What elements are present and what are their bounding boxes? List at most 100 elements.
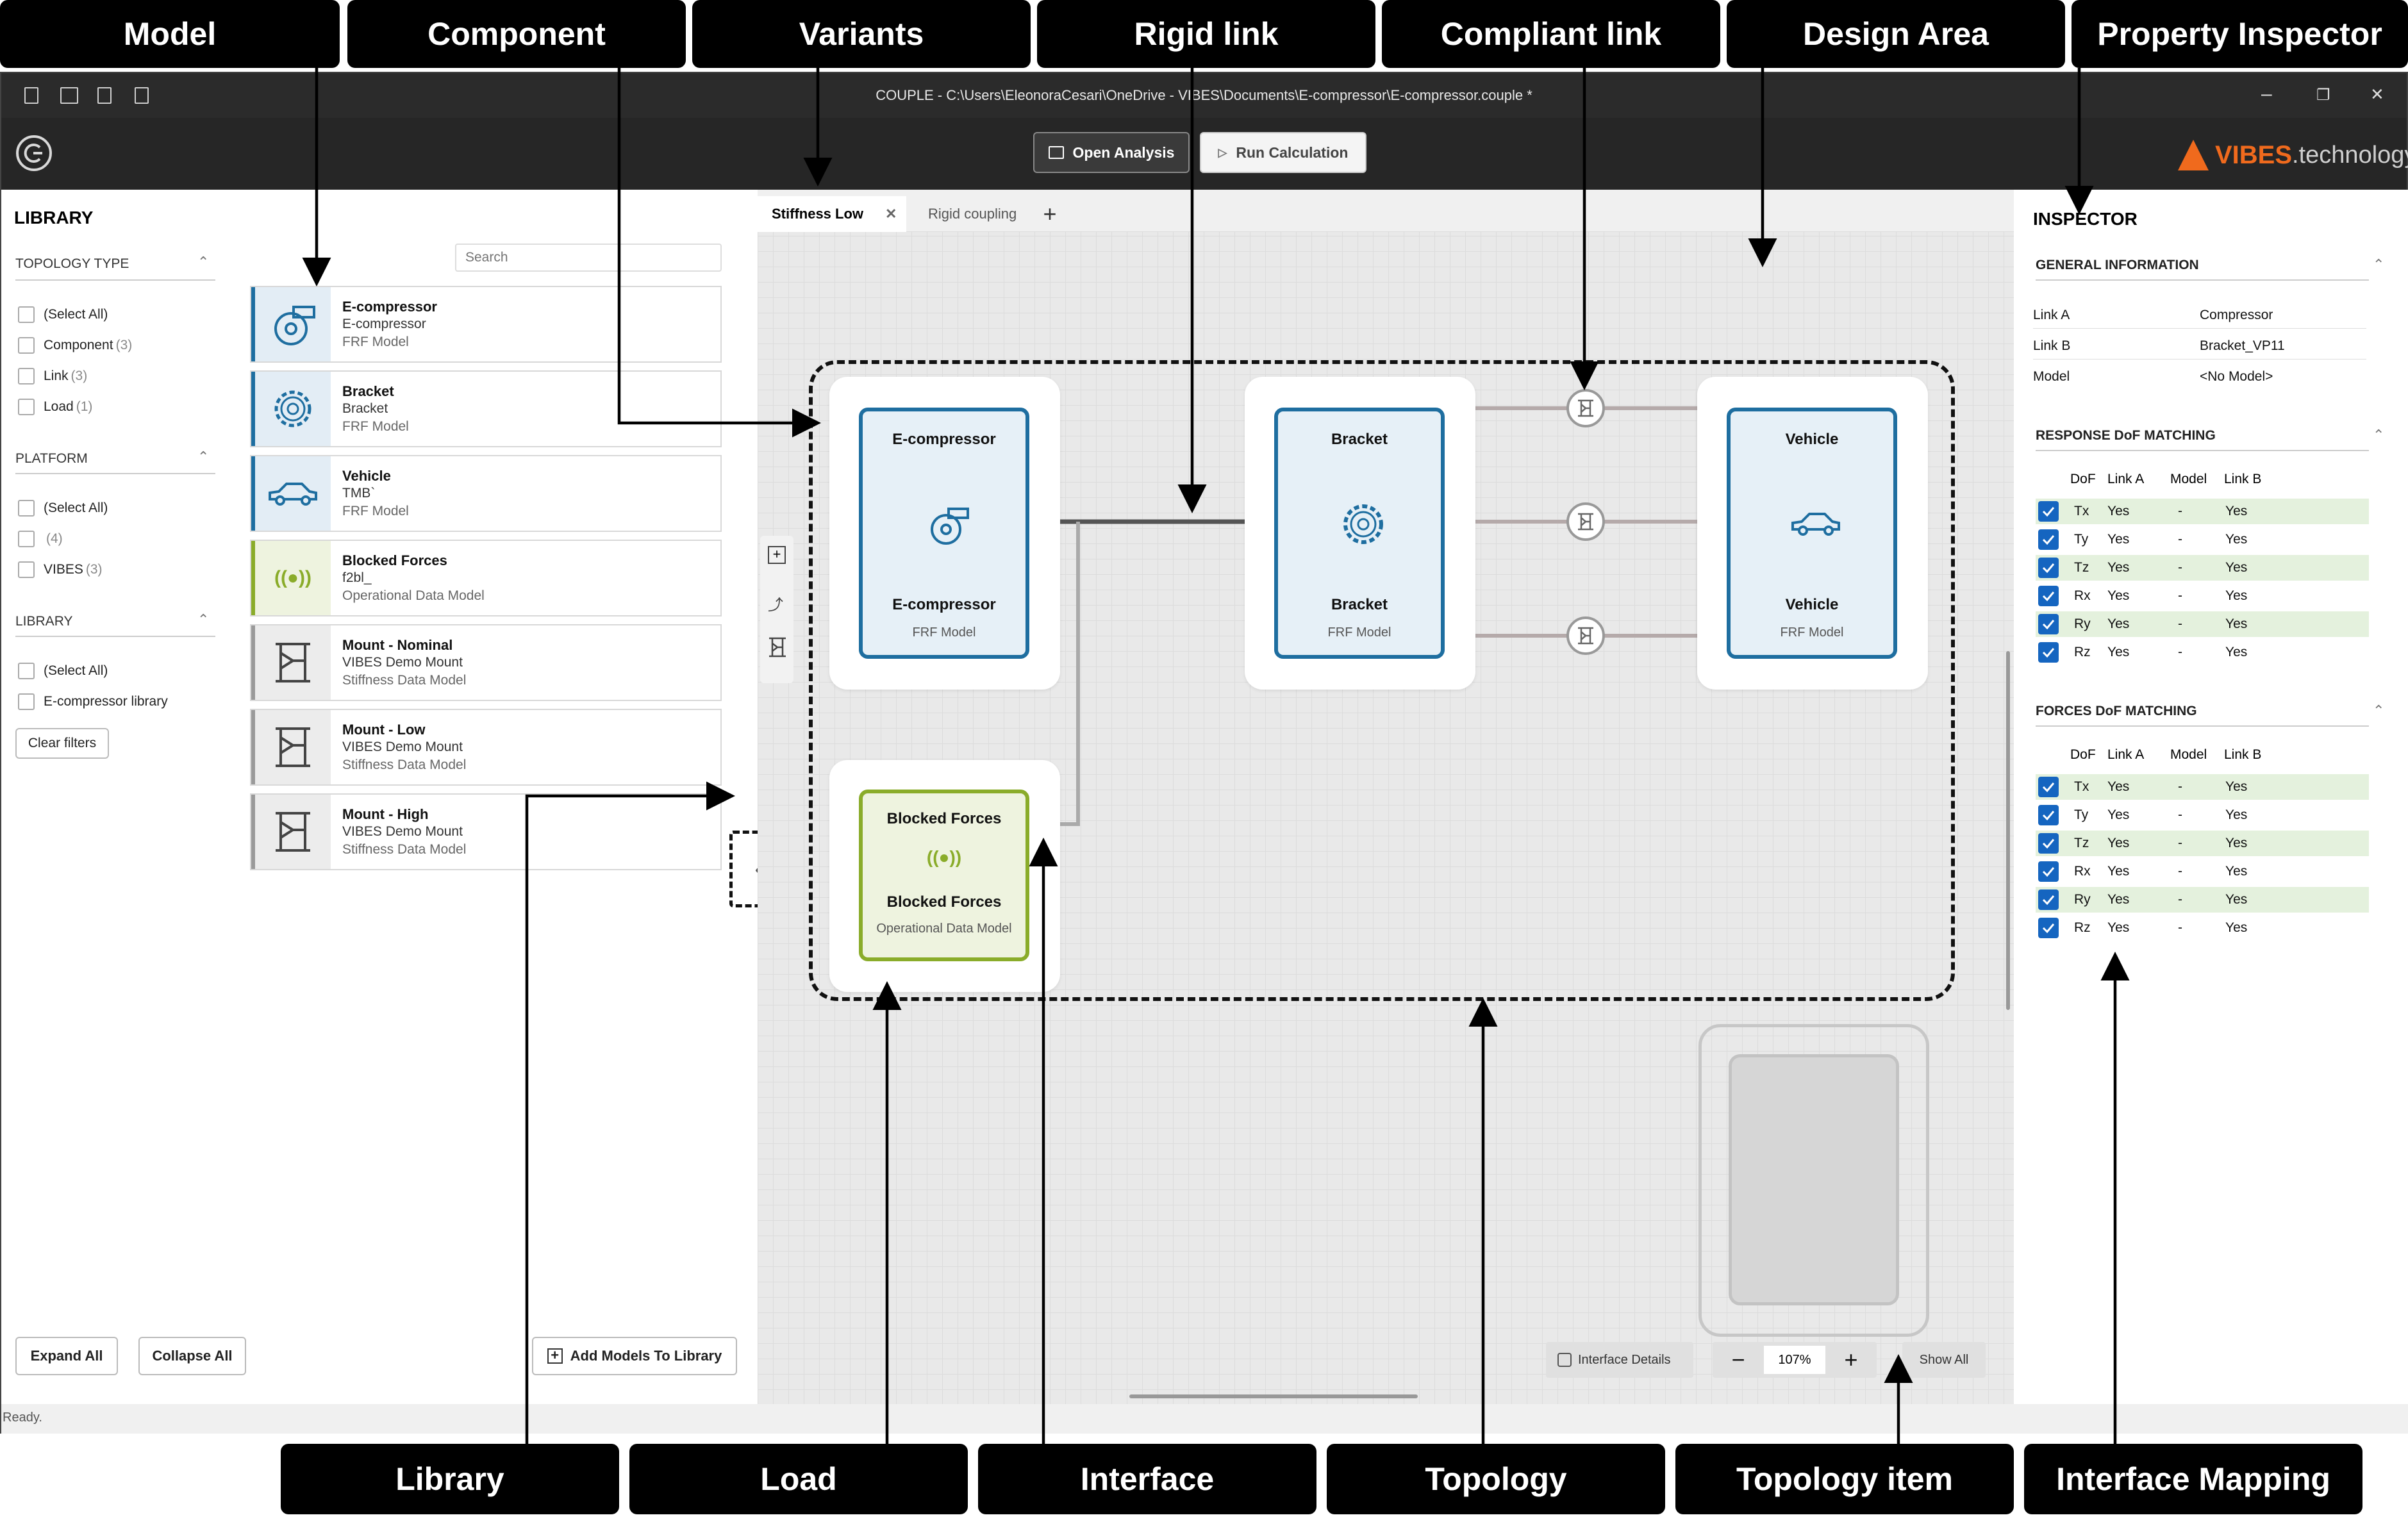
design-area[interactable]: Stiffness Low ✕ Rigid coupling + + ⤴ <box>758 190 2014 1404</box>
chevron-up-icon[interactable]: ⌃ <box>2373 256 2385 272</box>
close-icon[interactable]: ✕ <box>2370 85 2384 104</box>
checkbox[interactable] <box>18 500 35 517</box>
checkbox[interactable] <box>18 306 35 323</box>
dof-model: - <box>2178 807 2182 822</box>
zoom-out-button[interactable]: − <box>1731 1346 1745 1373</box>
open-analysis-button[interactable]: Open Analysis <box>1033 132 1190 173</box>
model-card-bracket[interactable]: Bracket Bracket FRF Model <box>250 370 722 447</box>
checkbox-checked-icon[interactable] <box>2038 861 2059 882</box>
add-component-icon[interactable]: + <box>768 546 786 564</box>
chevron-up-icon[interactable]: ⌃ <box>197 254 210 270</box>
checkbox-checked-icon[interactable] <box>2038 614 2059 634</box>
zoom-level[interactable]: 107% <box>1764 1346 1825 1374</box>
restore-icon[interactable]: ❐ <box>2316 87 2330 104</box>
window-title: COUPLE - C:\Users\EleonoraCesari\OneDriv… <box>876 87 1532 103</box>
new-file-icon[interactable] <box>24 87 38 104</box>
checkbox-checked-icon[interactable] <box>2038 805 2059 825</box>
open-folder-icon[interactable] <box>60 87 78 104</box>
model-card-vehicle[interactable]: Vehicle TMB` FRF Model <box>250 455 722 532</box>
link-tool-icon[interactable]: ⤴ <box>768 597 783 614</box>
model-sub: f2bl_ <box>342 570 372 585</box>
model-card-mount-nominal[interactable]: Mount - Nominal VIBES Demo Mount Stiffne… <box>250 624 722 701</box>
chevron-up-icon[interactable]: ⌃ <box>197 449 210 465</box>
mount-tool-icon[interactable] <box>768 637 787 658</box>
filter-select-all[interactable]: (Select All) <box>18 306 108 323</box>
callout-interface: Interface <box>978 1444 1316 1514</box>
model-card-mount-low[interactable]: Mount - Low VIBES Demo Mount Stiffness D… <box>250 709 722 786</box>
run-calculation-button[interactable]: ▷ Run Calculation <box>1200 132 1366 173</box>
checkbox[interactable] <box>18 693 35 710</box>
divider <box>2033 328 2366 329</box>
filter-component[interactable]: Component(3) <box>18 337 132 354</box>
component-bracket[interactable]: Bracket Bracket FRF Model <box>1245 377 1475 690</box>
checkbox[interactable] <box>18 561 35 578</box>
callout-compliant-link: Compliant link <box>1382 0 1720 68</box>
close-tab-icon[interactable]: ✕ <box>885 206 897 222</box>
app-logo-icon[interactable] <box>14 133 54 173</box>
filter-load[interactable]: Load(1) <box>18 399 92 415</box>
add-tab-icon[interactable]: + <box>1043 201 1057 227</box>
checkbox[interactable] <box>18 531 35 547</box>
checkbox[interactable] <box>18 663 35 679</box>
topology-item[interactable] <box>1698 1024 1929 1337</box>
car-icon <box>269 483 317 506</box>
collapse-all-button[interactable]: Collapse All <box>138 1337 246 1375</box>
checkbox-checked-icon[interactable] <box>2038 777 2059 797</box>
model-type: FRF Model <box>342 419 409 434</box>
checkbox[interactable] <box>18 399 35 415</box>
component-vehicle[interactable]: Vehicle Vehicle FRF Model <box>1697 377 1928 690</box>
model-block[interactable]: Bracket Bracket FRF Model <box>1274 408 1445 659</box>
zoom-in-button[interactable]: + <box>1844 1346 1858 1373</box>
chevron-up-icon[interactable]: ⌃ <box>2373 702 2385 718</box>
target-icon <box>1557 1353 1572 1367</box>
show-all-button[interactable]: Show All <box>1902 1342 1986 1378</box>
model-block[interactable]: E-compressor E-compressor FRF Model <box>859 408 1029 659</box>
model-card-ecompressor[interactable]: E-compressor E-compressor FRF Model <box>250 286 722 363</box>
checkbox-checked-icon[interactable] <box>2038 642 2059 663</box>
checkbox[interactable] <box>18 368 35 385</box>
chevron-up-icon[interactable]: ⌃ <box>197 611 210 627</box>
minimize-icon[interactable]: – <box>2261 83 2272 104</box>
interface-details-button[interactable]: Interface Details <box>1546 1342 1693 1378</box>
checkbox[interactable] <box>18 337 35 354</box>
vertical-scrollbar[interactable] <box>2006 651 2010 1010</box>
filter-library-select-all[interactable]: (Select All) <box>18 663 108 679</box>
filter-library-ecompressor[interactable]: E-compressor library <box>18 693 168 710</box>
save-icon[interactable] <box>97 87 112 104</box>
model-block[interactable]: Vehicle Vehicle FRF Model <box>1727 408 1897 659</box>
library-title: LIBRARY <box>14 208 94 227</box>
filter-link[interactable]: Link(3) <box>18 368 87 385</box>
horizontal-scrollbar[interactable] <box>1129 1394 1418 1398</box>
filter-platform-select-all[interactable]: (Select All) <box>18 500 108 517</box>
model-sub: VIBES Demo Mount <box>342 824 463 839</box>
search-input[interactable] <box>455 244 722 272</box>
checkbox-checked-icon[interactable] <box>2038 529 2059 550</box>
clear-filters-button[interactable]: Clear filters <box>15 728 109 759</box>
checkbox-checked-icon[interactable] <box>2038 501 2059 522</box>
title-bar: COUPLE - C:\Users\EleonoraCesari\OneDriv… <box>1 73 2407 118</box>
checkbox-checked-icon[interactable] <box>2038 558 2059 578</box>
tab-rigid-coupling[interactable]: Rigid coupling <box>914 196 1040 232</box>
callout-interface-mapping: Interface Mapping <box>2024 1444 2362 1514</box>
filter-platform-blank[interactable]: (4) <box>18 531 63 547</box>
expand-all-button[interactable]: Expand All <box>15 1337 118 1375</box>
save-as-icon[interactable] <box>135 87 149 104</box>
model-card-blocked-forces[interactable]: ((●)) Blocked Forces f2bl_ Operational D… <box>250 540 722 616</box>
status-bar: Ready. <box>1 1404 2408 1434</box>
checkbox-checked-icon[interactable] <box>2038 918 2059 938</box>
checkbox-checked-icon[interactable] <box>2038 586 2059 606</box>
checkbox-checked-icon[interactable] <box>2038 833 2059 854</box>
filter-platform-vibes[interactable]: VIBES(3) <box>18 561 103 578</box>
load-block[interactable]: Blocked Forces ((●)) Blocked Forces Oper… <box>859 790 1029 961</box>
model-name: Mount - Low <box>342 722 426 738</box>
load-blocked-forces[interactable]: Blocked Forces ((●)) Blocked Forces Oper… <box>829 760 1060 992</box>
checkbox-checked-icon[interactable] <box>2038 889 2059 910</box>
section-topology-type: TOPOLOGY TYPE <box>15 256 129 271</box>
field-value: Compressor <box>2200 308 2273 322</box>
component-ecompressor[interactable]: E-compressor E-compressor FRF Model <box>829 377 1060 690</box>
model-card-mount-high[interactable]: Mount - High VIBES Demo Mount Stiffness … <box>250 793 722 870</box>
chevron-up-icon[interactable]: ⌃ <box>2373 427 2385 443</box>
dof-label: Ty <box>2074 807 2089 822</box>
add-models-button[interactable]: + Add Models To Library <box>532 1337 737 1375</box>
